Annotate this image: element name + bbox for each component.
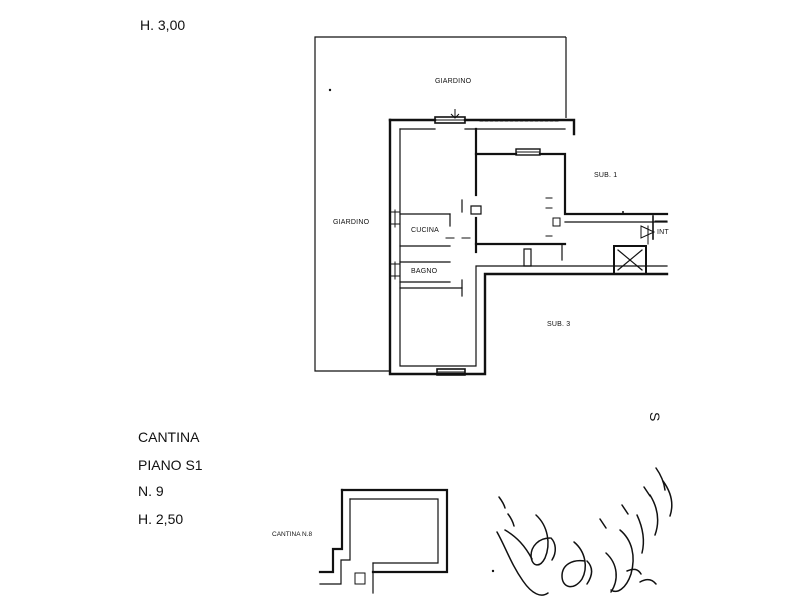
cellar-number: N. 9 [138, 483, 164, 499]
cellar-plan [318, 488, 449, 594]
cellar-title: CANTINA [138, 429, 200, 445]
garden-top-label: GIARDINO [435, 78, 472, 85]
kitchen-label: CUCINA [411, 227, 440, 234]
sub1-label: SUB. 1 [594, 172, 618, 179]
bathroom-label: BAGNO [411, 268, 438, 275]
main-floor-height: H. 3,00 [140, 17, 186, 33]
garden-left-label: GIARDINO [333, 219, 370, 226]
entrance-cut-label: INT [657, 229, 669, 236]
handwritten-signature [496, 467, 673, 596]
cellar-height: H. 2,50 [138, 511, 184, 527]
sub3-label: SUB. 3 [547, 321, 571, 328]
garden-boundary [314, 36, 567, 372]
cellar-floor: PIANO S1 [138, 457, 203, 473]
pencil-marks [328, 88, 624, 573]
windows [434, 109, 656, 376]
apartment-walls [388, 118, 669, 376]
edge-mark: S [647, 412, 663, 422]
adjacent-cellar-label: CANTINA N.8 [272, 531, 313, 538]
